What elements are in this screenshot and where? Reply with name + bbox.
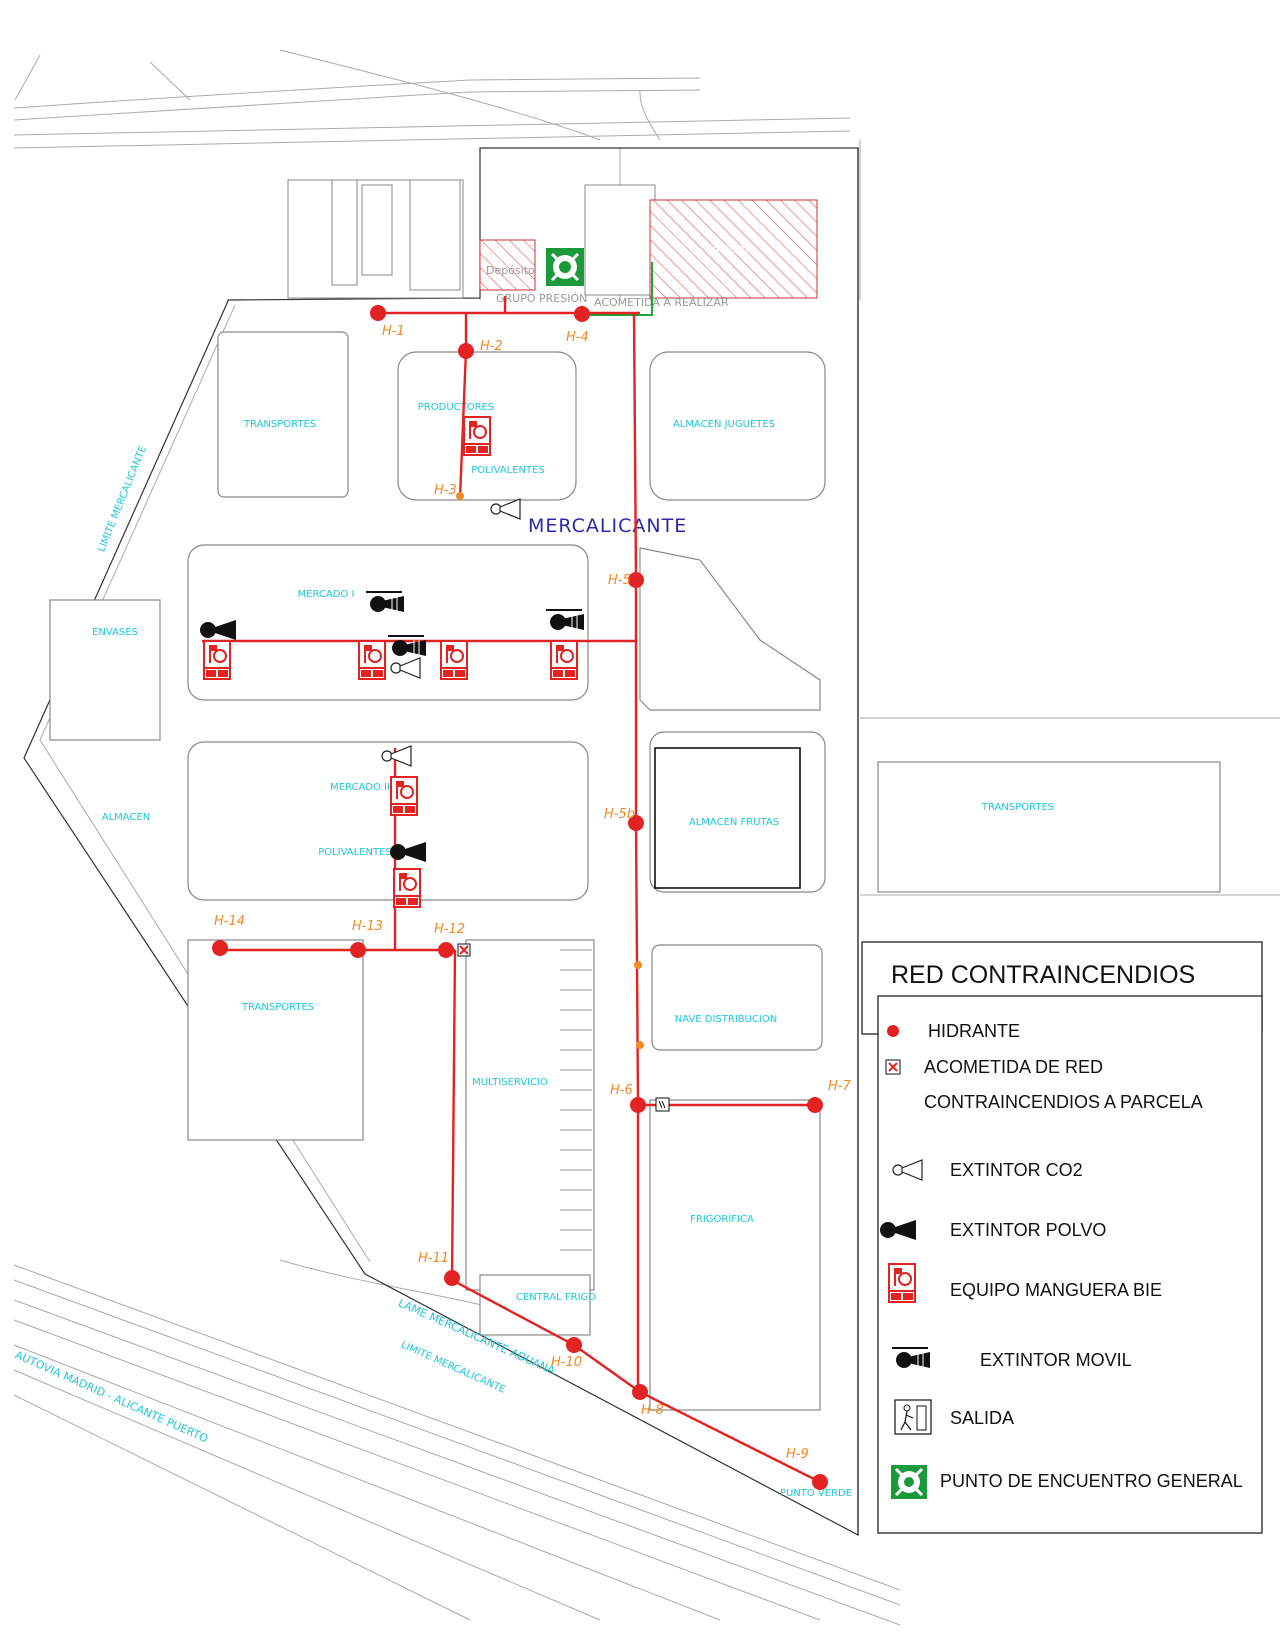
building-outlines bbox=[49, 331, 1221, 1411]
hydrant-label: H-5b bbox=[604, 807, 635, 822]
bie-hose-icon bbox=[202, 639, 232, 681]
label-envases: ENVASES bbox=[92, 627, 138, 638]
legend: RED CONTRAINCENDIOS HIDRANTE ACOMETIDA D… bbox=[861, 941, 1263, 1534]
connection-icon bbox=[457, 943, 471, 957]
site-title: MERCALICANTE bbox=[528, 515, 687, 537]
label-central-frigo: CENTRAL FRIGO bbox=[516, 1292, 596, 1303]
hydrant-label: H-5 bbox=[608, 573, 631, 588]
hydrant-label: H-12 bbox=[434, 922, 465, 937]
deposito-hatch bbox=[479, 239, 536, 291]
label-almacen: ALMACEN bbox=[102, 812, 151, 823]
label-productores: PRODUCTORES bbox=[418, 402, 494, 413]
hydrant-H-9 bbox=[812, 1474, 828, 1490]
bie-hose-icon bbox=[462, 415, 492, 457]
hydrant-label: H-4 bbox=[566, 330, 589, 345]
network-node bbox=[634, 961, 642, 969]
hydrant-label: H-2 bbox=[480, 339, 503, 354]
hydrant-H-6 bbox=[630, 1097, 646, 1113]
hydrant-label: H-6 bbox=[610, 1083, 633, 1098]
hydrant-H-11 bbox=[444, 1270, 460, 1286]
hydrant-H-13 bbox=[350, 942, 366, 958]
hydrant-H-3 bbox=[456, 492, 464, 500]
road-lines bbox=[13, 49, 1280, 1626]
bie-hose-icon bbox=[392, 867, 422, 909]
hydrant-label: H-14 bbox=[214, 914, 245, 929]
hydrant-H-8 bbox=[632, 1384, 648, 1400]
hydrant-H-2 bbox=[458, 343, 474, 359]
bie-hose-icon bbox=[549, 639, 579, 681]
nave-z4-hatch bbox=[649, 199, 818, 299]
legend-item-text: HIDRANTE bbox=[928, 1021, 1020, 1041]
label-transportes-e: TRANSPORTES bbox=[981, 802, 1054, 813]
exit-icon bbox=[894, 1399, 932, 1435]
label-nave-distribucion: NAVE DISTRIBUCION bbox=[675, 1014, 778, 1025]
acometida-line bbox=[582, 262, 653, 316]
assembly-point-icon bbox=[891, 1465, 927, 1499]
hydrant-label: H-7 bbox=[828, 1079, 851, 1094]
label-almacen-frutas: ALMACEN FRUTAS bbox=[689, 817, 779, 828]
label-mercado-1: MERCADO I bbox=[298, 589, 355, 600]
assembly-point-icon bbox=[546, 248, 584, 286]
hydrant-label: H-3 bbox=[434, 483, 457, 498]
parking-lines bbox=[560, 949, 592, 1251]
label-transportes-sw: TRANSPORTES bbox=[241, 1002, 314, 1013]
label-almacen-juguetes: ALMACEN JUGUETES bbox=[673, 419, 775, 430]
legend-item-text: EXTINTOR CO2 bbox=[950, 1160, 1083, 1180]
deposito-label: Depósito bbox=[486, 264, 535, 277]
nave-z4-label: NAVE Z4 bbox=[708, 245, 751, 256]
network-node bbox=[636, 1041, 644, 1049]
legend-item-text: CONTRAINCENDIOS A PARCELA bbox=[924, 1092, 1203, 1112]
hydrant-H-7 bbox=[807, 1097, 823, 1113]
hydrant-label: H-10 bbox=[551, 1355, 582, 1370]
punto-verde-label: PUNTO VERDE bbox=[780, 1488, 852, 1499]
legend-item-text: PUNTO DE ENCUENTRO GENERAL bbox=[940, 1471, 1243, 1491]
legend-item-text: SALIDA bbox=[950, 1408, 1014, 1428]
label-mercado-2: MERCADO II bbox=[330, 782, 390, 793]
bie-hose-icon bbox=[887, 1262, 917, 1304]
label-polivalentes-n: POLIVALENTES bbox=[471, 465, 545, 476]
bie-hose-icon bbox=[357, 639, 387, 681]
hydrant-H-14 bbox=[212, 940, 228, 956]
legend-item-text: EXTINTOR POLVO bbox=[950, 1220, 1106, 1240]
hydrant-label: H-13 bbox=[352, 919, 383, 934]
label-frigorifica: FRIGORIFICA bbox=[690, 1214, 754, 1225]
hydrant-icon bbox=[887, 1025, 899, 1037]
acometida-label: ACOMETIDA A REALIZAR bbox=[594, 296, 729, 309]
legend-item-text: EXTINTOR MOVIL bbox=[980, 1350, 1132, 1370]
bie-hose-icon bbox=[389, 775, 419, 817]
co2-extinguisher-icon bbox=[490, 498, 521, 520]
hydrant-H-12 bbox=[438, 942, 454, 958]
label-transportes-nw: TRANSPORTES bbox=[243, 419, 316, 430]
legend-box bbox=[877, 995, 1263, 1534]
label-polivalentes-s: POLIVALENTES bbox=[318, 847, 392, 858]
hydrant-H-4 bbox=[574, 306, 590, 322]
hydrant-H-10 bbox=[566, 1337, 582, 1353]
exit-icon bbox=[655, 1097, 670, 1112]
hydrant-label: H-1 bbox=[382, 324, 405, 339]
legend-title: RED CONTRAINCENDIOS bbox=[891, 961, 1195, 989]
hydrant-label: H-9 bbox=[786, 1447, 809, 1462]
hydrant-label: H-8 bbox=[641, 1403, 664, 1418]
label-multiservicio: MULTISERVICIO bbox=[472, 1077, 548, 1088]
legend-item-text: EQUIPO MANGUERA BIE bbox=[950, 1280, 1162, 1300]
hydrant-label: H-11 bbox=[418, 1251, 449, 1266]
legend-item-text: ACOMETIDA DE RED bbox=[924, 1057, 1103, 1077]
north-structures bbox=[287, 179, 656, 299]
hydrant-H-1 bbox=[370, 305, 386, 321]
autovia-label: AUTOVIA MADRID - ALICANTE PUERTO bbox=[13, 1348, 210, 1445]
bie-hose-icon bbox=[439, 639, 469, 681]
connection-icon bbox=[885, 1059, 901, 1075]
grupo-presion-label: GRUPO PRESIÓN bbox=[496, 292, 587, 305]
